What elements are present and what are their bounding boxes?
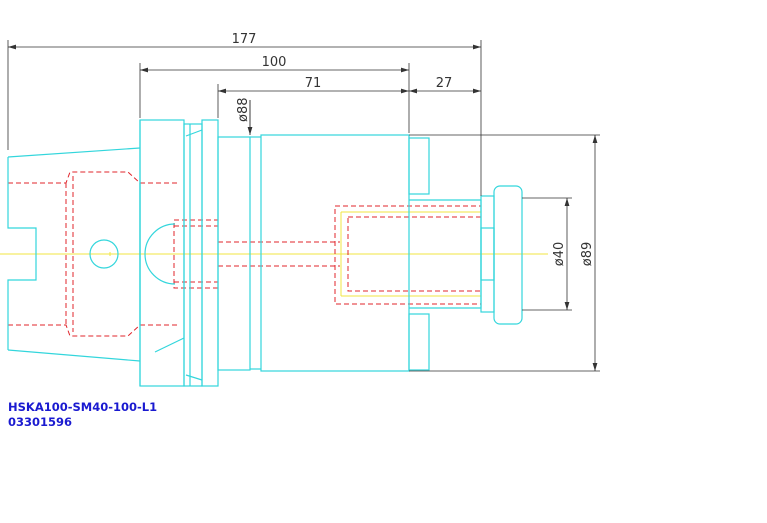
dim-nose-length: 27: [436, 76, 453, 91]
part-outline: [7, 119, 523, 387]
dim-nose-diameter: ø89: [580, 242, 595, 267]
bore-lines: [340, 211, 481, 297]
dim-flange-diameter: ø88: [236, 98, 251, 123]
dim-shank-length: 71: [305, 76, 322, 91]
centerline: [0, 252, 548, 256]
part-number: HSKA100-SM40-100-L1: [8, 400, 158, 414]
dim-bore-diameter: ø40: [552, 242, 567, 267]
part-caption: HSKA100-SM40-100-L1 03301596: [8, 400, 157, 430]
dim-body-length: 100: [262, 55, 287, 70]
dim-overall-length: 177: [232, 32, 257, 47]
dimension-lines: [7, 40, 600, 372]
order-code: 03301596: [8, 415, 73, 429]
